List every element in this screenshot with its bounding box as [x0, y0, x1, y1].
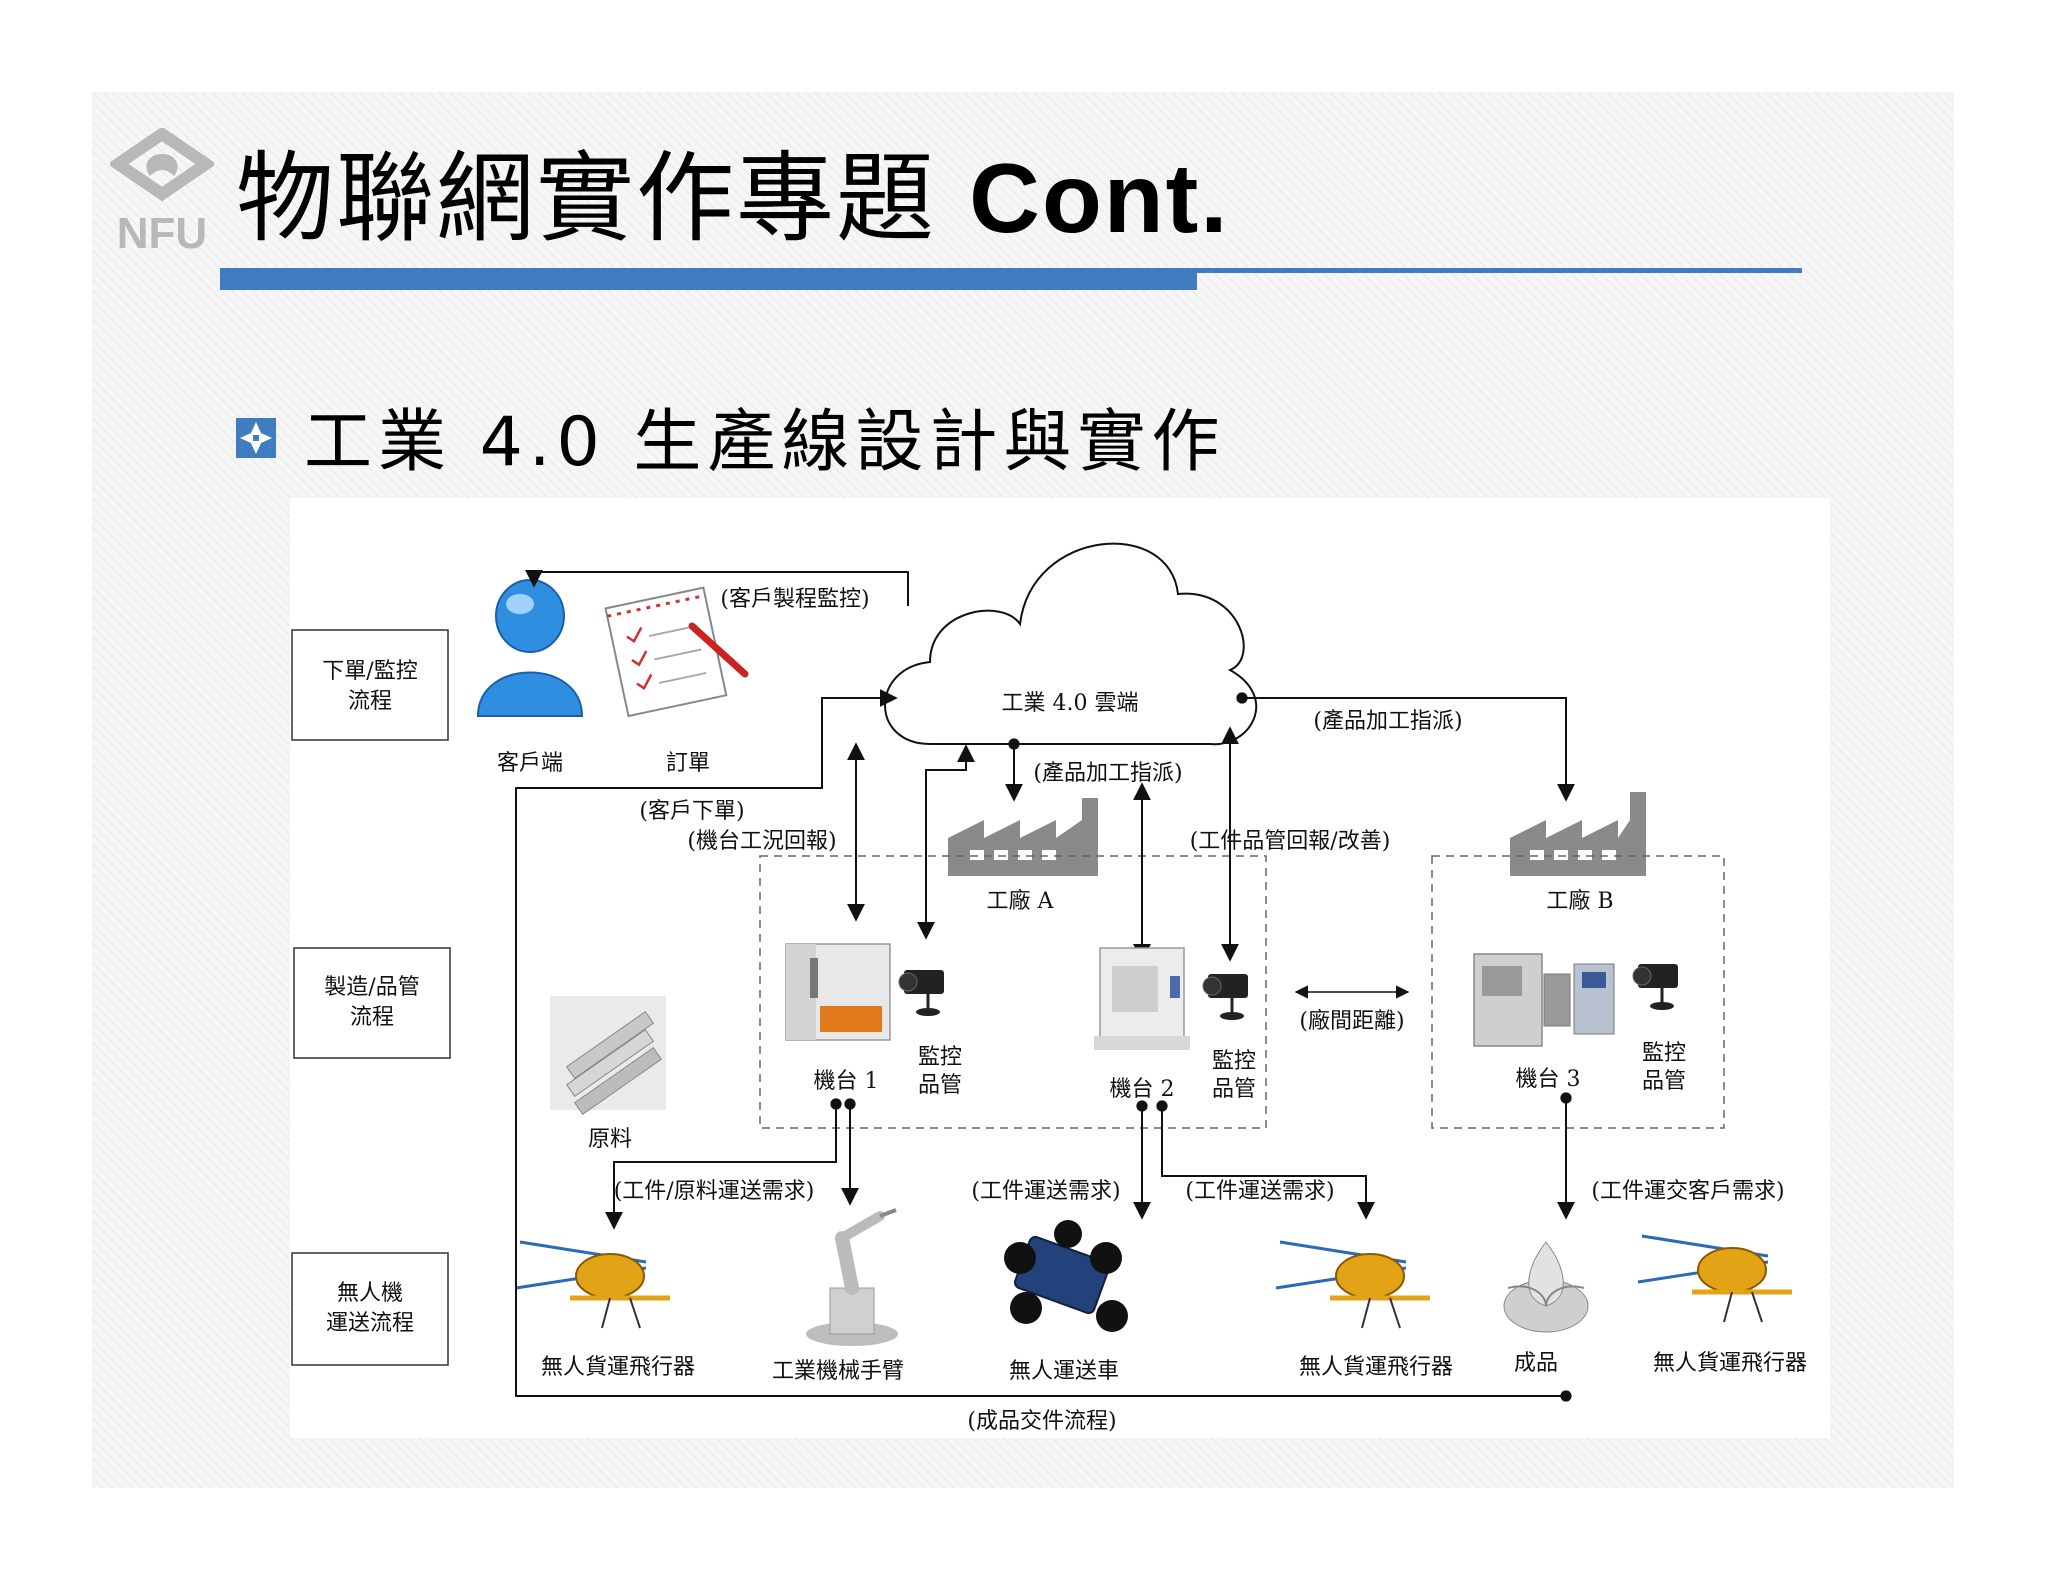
side-box-manufacturing: 製造/品管 流程 [293, 947, 451, 1059]
raw-material-label: 原料 [588, 1127, 632, 1152]
flow-transport-3: (工件運送需求) [1185, 1179, 1334, 1204]
flow-dispatch-a: (產品加工指派) [1033, 761, 1182, 786]
pen-icon [688, 622, 749, 678]
factory-b-boundary [1431, 855, 1725, 1129]
side-box-drone-line2: 運送流程 [326, 1311, 414, 1336]
camera-3-icon [1632, 964, 1678, 1010]
machine-1-label: 機台 1 [814, 1069, 879, 1094]
camera-1-icon [898, 970, 944, 1016]
factory-a-boundary [759, 855, 1267, 1129]
drone-1-icon [515, 1240, 670, 1329]
machine-3-icon [1473, 953, 1615, 1047]
flow-client-monitor: (客戶製程監控) [720, 587, 869, 612]
client-label: 客戶端 [497, 751, 563, 776]
flow-deliver-customer: (工件運交客戶需求) [1591, 1179, 1784, 1204]
robot-arm-label: 工業機械手臂 [772, 1359, 904, 1384]
side-box-order: 下單/監控 流程 [291, 629, 449, 741]
order-notepad-icon [604, 586, 728, 718]
title-cjk: 物聯網實作專題 [236, 142, 937, 256]
client-monitor-arrow [525, 569, 909, 606]
finished-label: 成品 [1514, 1351, 1558, 1376]
side-box-drone-line1: 無人機 [337, 1281, 403, 1306]
side-box-mfg-line2: 流程 [350, 1005, 394, 1030]
title-underline-bar [220, 268, 1197, 290]
production-line-diagram: 下單/監控 流程 製造/品管 流程 無人機 運送流程 工業 4.0 雲端 客戶端… [290, 498, 1830, 1438]
cross-bullet-icon [236, 418, 276, 458]
side-box-order-line1: 下單/監控 [322, 659, 417, 684]
cloud-label: 工業 4.0 雲端 [1002, 691, 1139, 716]
impeller-icon [1503, 1241, 1589, 1333]
bullet-text: 工業 4.0 生產線設計與實作 [304, 403, 1226, 482]
monitor-1-line1: 監控 [918, 1045, 962, 1070]
machine-3-label: 機台 3 [1516, 1067, 1581, 1092]
side-box-order-line2: 流程 [348, 689, 392, 714]
order-label: 訂單 [666, 751, 710, 776]
machine-2-icon [1094, 947, 1190, 1050]
side-box-drone: 無人機 運送流程 [291, 1252, 449, 1366]
logo-text: NFU [117, 209, 207, 256]
nfu-logo: NFU [107, 126, 217, 258]
camera-2-icon [1202, 974, 1248, 1020]
factory-b-label: 工廠 B [1546, 889, 1613, 914]
drone-1-label: 無人貨運飛行器 [541, 1355, 695, 1380]
monitor-2-line1: 監控 [1212, 1049, 1256, 1074]
monitor-2-line2: 品管 [1212, 1077, 1256, 1102]
delivery-flow-line [515, 788, 1572, 1402]
factory-a-icon [948, 798, 1098, 876]
title-underline-line [1196, 268, 1802, 273]
client-person-icon [476, 579, 584, 717]
raw-material-icon [550, 996, 666, 1115]
page-title: 物聯網實作專題 Cont. [236, 138, 1230, 258]
monitor1-cloud-arrow [917, 744, 975, 940]
drone-3-icon [1637, 1234, 1792, 1323]
transport-1-arrow [605, 1098, 842, 1230]
monitor-3-line1: 監控 [1642, 1041, 1686, 1066]
drone-2-icon [1275, 1240, 1430, 1329]
flow-delivery: (成品交件流程) [967, 1409, 1116, 1434]
dispatch-b-arrow [1236, 692, 1575, 802]
machine-2-label: 機台 2 [1110, 1077, 1175, 1102]
flow-client-order: (客戶下單) [639, 799, 744, 824]
drone-3-label: 無人貨運飛行器 [1653, 1351, 1807, 1376]
transport-3-arrow [1156, 1100, 1375, 1220]
flow-factory-distance: (廠間距離) [1299, 1009, 1404, 1034]
rover-icon [1004, 1220, 1128, 1332]
flow-transport-1: (工件/原料運送需求) [614, 1179, 815, 1204]
robot-arm-icon [806, 1208, 898, 1346]
monitor-3-line2: 品管 [1642, 1069, 1686, 1094]
cloud-icon: 工業 4.0 雲端 [884, 542, 1258, 746]
flow-transport-2: (工件運送需求) [971, 1179, 1120, 1204]
factory-b-icon [1510, 792, 1646, 876]
rover-label: 無人運送車 [1009, 1359, 1119, 1384]
monitor-1-line2: 品管 [918, 1073, 962, 1098]
flow-dispatch-b: (產品加工指派) [1313, 709, 1462, 734]
machine-1-icon [785, 943, 891, 1041]
flow-machine-report: (機台工況回報) [687, 829, 836, 854]
flow-qc-report: (工件品管回報/改善) [1190, 829, 1391, 854]
side-box-mfg-line1: 製造/品管 [324, 975, 419, 1000]
title-latin: Cont. [969, 143, 1230, 253]
factory-a-label: 工廠 A [987, 889, 1055, 914]
drone-2-label: 無人貨運飛行器 [1299, 1355, 1453, 1380]
